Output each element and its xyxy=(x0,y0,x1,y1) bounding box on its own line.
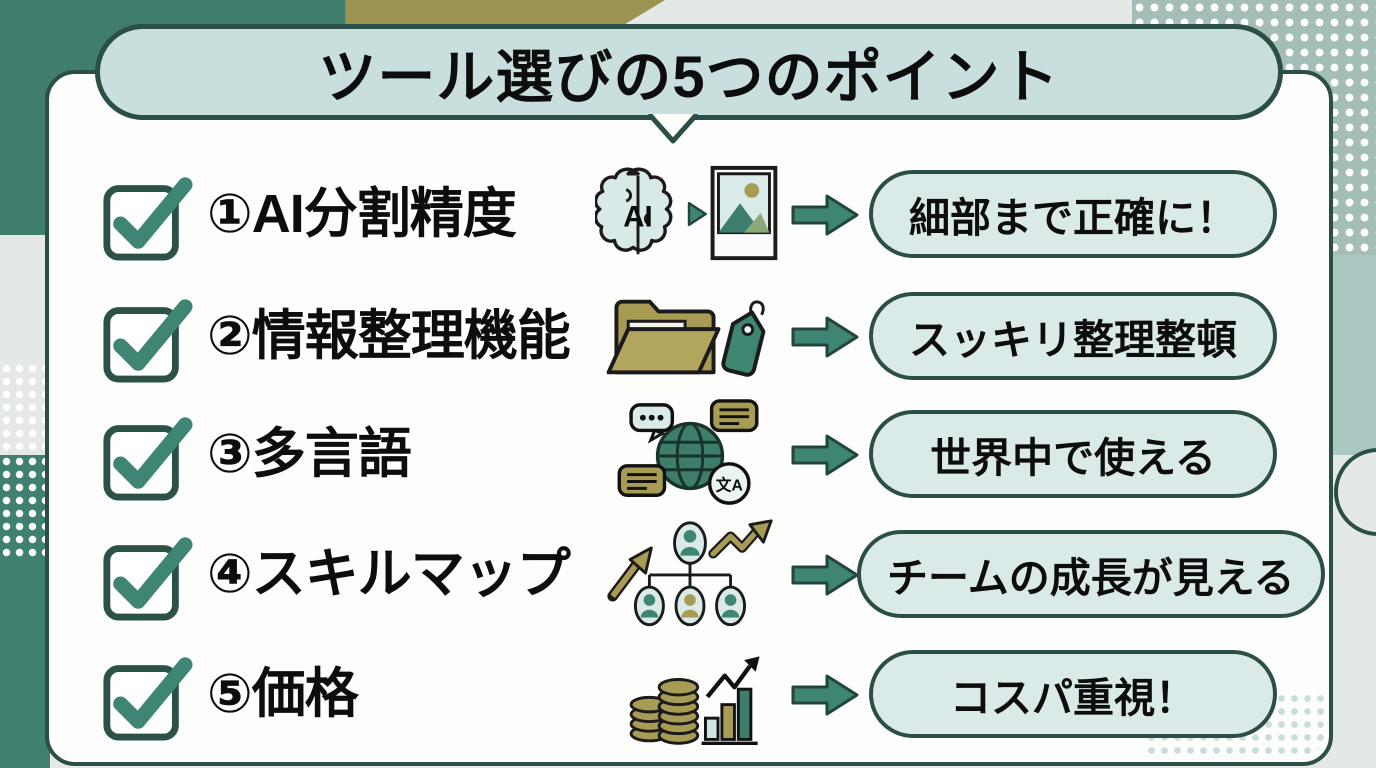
page-title: ツール選びの5つのポイント xyxy=(318,45,1060,110)
checkbox-checked-icon xyxy=(101,408,193,504)
result-pill: 細部まで正確に！ xyxy=(869,170,1277,258)
background-circle-right xyxy=(1334,448,1376,536)
point-label: ⑤価格 xyxy=(207,664,359,724)
svg-text:AI: AI xyxy=(623,201,652,234)
result-text: スッキリ整理整頓 xyxy=(909,317,1237,363)
arrow-right-icon xyxy=(789,190,861,240)
result-text: チームの成長が見える xyxy=(887,555,1295,601)
point-label: ④スキルマップ xyxy=(207,544,571,604)
result-pill: スッキリ整理整頓 xyxy=(869,292,1277,380)
content-card: ①AI分割精度 AI 細部まで正確に！ xyxy=(45,70,1333,766)
result-text: 世界中で使える xyxy=(930,435,1216,481)
result-pill: チームの成長が見える xyxy=(857,530,1325,618)
arrow-right-icon xyxy=(789,670,861,720)
background-halftone-left-teal xyxy=(0,455,50,567)
background-halftone-left-gray xyxy=(0,362,50,462)
team-org-growth-icon xyxy=(587,519,792,627)
arrow-right-icon xyxy=(789,550,861,600)
result-pill: 世界中で使える xyxy=(869,410,1277,498)
coins-and-bar-chart-icon xyxy=(587,642,792,746)
result-text: コスパ重視！ xyxy=(950,675,1196,721)
point-row-4: ④スキルマップ xyxy=(49,519,1329,627)
checkbox-checked-icon xyxy=(101,290,193,386)
checkbox-checked-icon xyxy=(101,168,193,264)
title-banner: ツール選びの5つのポイント xyxy=(95,24,1283,120)
point-row-5: ⑤価格 コ xyxy=(49,642,1329,746)
background-teal-left-strip xyxy=(0,0,50,235)
arrow-right-icon xyxy=(789,430,861,480)
point-row-1: ①AI分割精度 AI 細部まで正確に！ xyxy=(49,162,1329,266)
point-label: ②情報整理機能 xyxy=(207,306,571,366)
point-label: ①AI分割精度 xyxy=(207,184,517,244)
checkbox-checked-icon xyxy=(101,528,193,624)
checkbox-checked-icon xyxy=(101,648,193,744)
translate-bubble-text: 文A xyxy=(715,475,742,494)
folder-and-tag-icon xyxy=(587,284,792,388)
arrow-right-icon xyxy=(789,312,861,362)
point-row-2: ②情報整理機能 スッキリ整理整頓 xyxy=(49,284,1329,388)
result-text: 細部まで正確に！ xyxy=(909,195,1237,241)
result-pill: コスパ重視！ xyxy=(869,650,1277,738)
speech-bubble-pointer xyxy=(646,114,700,146)
point-label: ③多言語 xyxy=(207,424,412,484)
globe-translation-icon: 文A xyxy=(587,399,792,506)
brain-ai-to-image-icon: AI xyxy=(587,162,792,266)
background-teal-bottomleft xyxy=(0,560,50,768)
point-row-3: ③多言語 文A xyxy=(49,399,1329,506)
background-olive-shape xyxy=(345,0,665,27)
